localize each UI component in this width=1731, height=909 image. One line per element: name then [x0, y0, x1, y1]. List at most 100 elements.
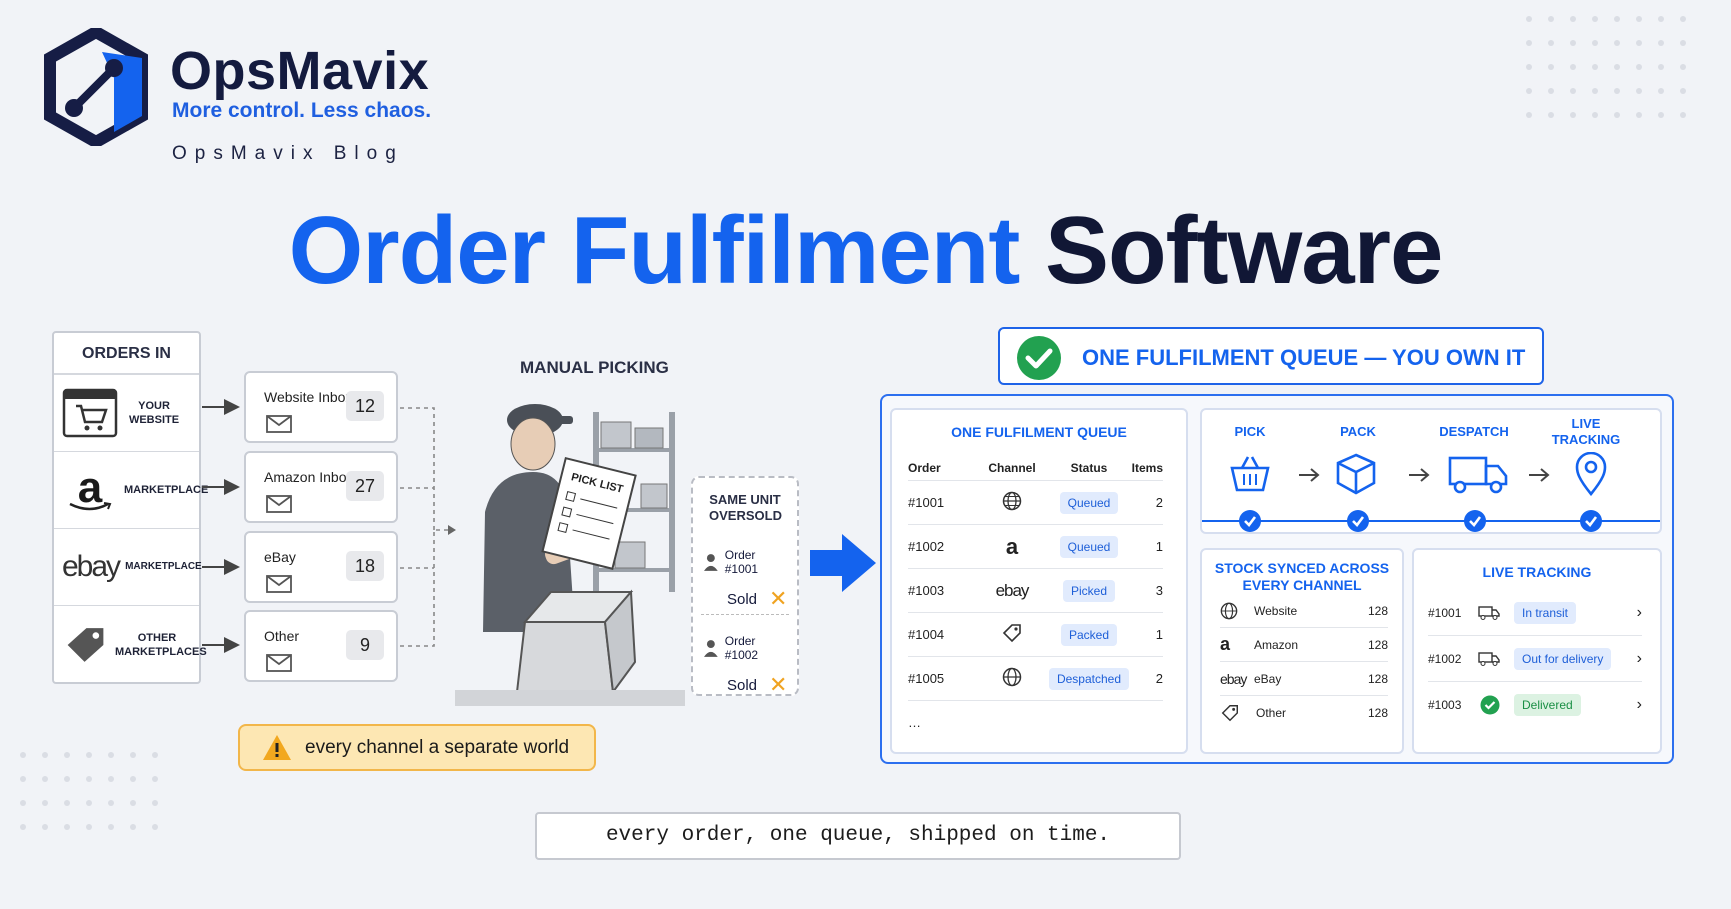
blog-label: OpsMavix Blog: [172, 143, 404, 164]
mail-icon: [266, 654, 292, 672]
row-order: #1001: [908, 495, 945, 510]
manual-picking-label: MANUAL PICKING: [520, 358, 669, 377]
inbox-name: Other: [264, 628, 300, 644]
tracking-card: LIVE TRACKING #1001 In transit › #1002 O…: [1412, 548, 1662, 754]
mail-icon: [266, 415, 292, 433]
tracking-order: #1001: [1428, 605, 1462, 620]
table-row[interactable]: #1005 Despatched 2: [908, 656, 1163, 700]
tag-icon: [1221, 705, 1238, 722]
inbox-count: 9: [346, 630, 384, 660]
table-row[interactable]: #1002 a Queued 1: [908, 524, 1163, 568]
table-row-more: …: [908, 700, 1163, 744]
ebay-icon: ebay: [1220, 670, 1247, 687]
page-title: Order Fulfilment Software: [0, 196, 1731, 306]
orders-in-heading: ORDERS IN: [54, 333, 199, 375]
stock-qty: 128: [1367, 637, 1388, 652]
inbox-merge-lines: [400, 407, 456, 647]
inbox-count: 27: [346, 471, 384, 501]
inbox-amazon: Amazon Inbox 27: [244, 451, 398, 523]
check-icon: [1580, 510, 1602, 532]
check-icon: [1464, 510, 1486, 532]
mail-icon: [266, 575, 292, 593]
status-badge: Despatched: [1048, 667, 1130, 690]
chevron-right-icon[interactable]: ›: [1636, 603, 1642, 621]
orders-row-label: OTHER MARKETPLACES: [115, 631, 207, 658]
arrow-right-icon: [1529, 468, 1550, 482]
table-row[interactable]: #1001 Queued 2: [908, 480, 1163, 524]
status-badge: Queued: [1059, 535, 1119, 558]
box-icon: [1336, 453, 1376, 495]
tracking-order: #1002: [1428, 651, 1462, 666]
row-order: #1002: [908, 539, 945, 554]
title-part-2: Software: [1044, 197, 1443, 304]
status-badge: Queued: [1059, 491, 1119, 514]
tracking-title: LIVE TRACKING: [1482, 564, 1592, 580]
person-icon: [703, 554, 718, 571]
stock-row: a Amazon 128: [1220, 628, 1388, 662]
tracking-row[interactable]: #1003 Delivered ›: [1428, 682, 1642, 728]
footer-tagline: every order, one queue, shipped on time.: [535, 812, 1181, 860]
tracking-row[interactable]: #1002 Out for delivery ›: [1428, 636, 1642, 682]
step-label: LIVE TRACKING: [1551, 416, 1621, 447]
tracking-status: Out for delivery: [1514, 647, 1612, 670]
check-circle-icon: [1480, 695, 1500, 715]
col-order: Order: [908, 461, 941, 475]
oversold-item: Order #1001 Sold ✕: [703, 548, 791, 612]
stock-qty: 128: [1367, 603, 1388, 618]
stock-channel: eBay: [1254, 671, 1282, 686]
check-circle-icon: [1017, 336, 1061, 380]
tracking-order: #1003: [1428, 698, 1462, 712]
chevron-right-icon[interactable]: ›: [1636, 696, 1642, 713]
stock-qty: 128: [1367, 671, 1388, 686]
queue-title: ONE FULFILMENT QUEUE: [951, 424, 1127, 440]
orders-row-label: MARKETPLACE: [124, 484, 209, 496]
queue-banner: ONE FULFILMENT QUEUE — YOU OWN IT: [998, 327, 1544, 385]
stock-card: STOCK SYNCED ACROSS EVERY CHANNEL Websit…: [1200, 548, 1404, 754]
globe-icon: [976, 667, 1048, 690]
table-row[interactable]: #1004 Packed 1: [908, 612, 1163, 656]
amazon-icon: a: [1005, 533, 1019, 559]
step-label: PACK: [1340, 424, 1376, 439]
orders-in-panel: ORDERS IN YOUR WEBSITE a MARKETPLACE eba…: [52, 331, 209, 684]
banner-text: ONE FULFILMENT QUEUE — YOU OWN IT: [1082, 345, 1526, 370]
orders-arrows: [202, 399, 240, 653]
inbox-ebay: eBay 18: [244, 531, 398, 603]
stock-row: Other 128: [1220, 696, 1388, 730]
oversold-order: Order #1001: [724, 548, 759, 576]
location-pin-icon: [1575, 452, 1607, 496]
row-order: #1005: [908, 671, 945, 686]
orders-row-label: MARKETPLACE: [125, 561, 202, 572]
tag-icon: [976, 622, 1048, 647]
oversold-order: Order #1002: [724, 634, 759, 662]
warning-text: every channel a separate world: [305, 737, 570, 758]
orders-row-amazon: a MARKETPLACE: [54, 452, 209, 529]
inbox-website: Website Inbox 12: [244, 371, 398, 443]
manual-picking-illustration: PICK LIST: [455, 404, 685, 706]
globe-icon: [1220, 602, 1238, 619]
inbox-name: eBay: [264, 549, 296, 565]
queue-table-header: Order Channel Status Items: [908, 456, 1163, 480]
dot-grid-bottom-left: [20, 752, 174, 830]
ebay-icon: ebay: [995, 580, 1030, 600]
row-items: 1: [1155, 539, 1163, 554]
warning-icon: [263, 735, 291, 760]
tracking-row[interactable]: #1001 In transit ›: [1428, 590, 1642, 636]
ebay-logo: ebay: [62, 550, 121, 583]
orders-row-website: YOUR WEBSITE: [54, 375, 199, 452]
opsmavix-logo-icon: [44, 28, 148, 146]
inbox-name: Amazon Inbox: [264, 469, 354, 485]
row-more: …: [908, 715, 921, 730]
table-row[interactable]: #1003 ebay Picked 3: [908, 568, 1163, 612]
check-icon: [1347, 510, 1369, 532]
oversold-item: Order #1002 Sold ✕: [703, 634, 791, 698]
big-arrow-icon: [810, 534, 876, 592]
chevron-right-icon[interactable]: ›: [1636, 649, 1642, 667]
amazon-icon: a: [1220, 634, 1231, 654]
truck-icon: [1478, 605, 1500, 620]
row-order: #1003: [908, 583, 945, 598]
queue-table: Order Channel Status Items #1001 Queued …: [908, 456, 1163, 744]
row-items: 2: [1155, 495, 1163, 510]
col-status: Status: [1070, 461, 1108, 475]
person-icon: [703, 640, 718, 657]
col-channel: Channel: [988, 461, 1036, 475]
